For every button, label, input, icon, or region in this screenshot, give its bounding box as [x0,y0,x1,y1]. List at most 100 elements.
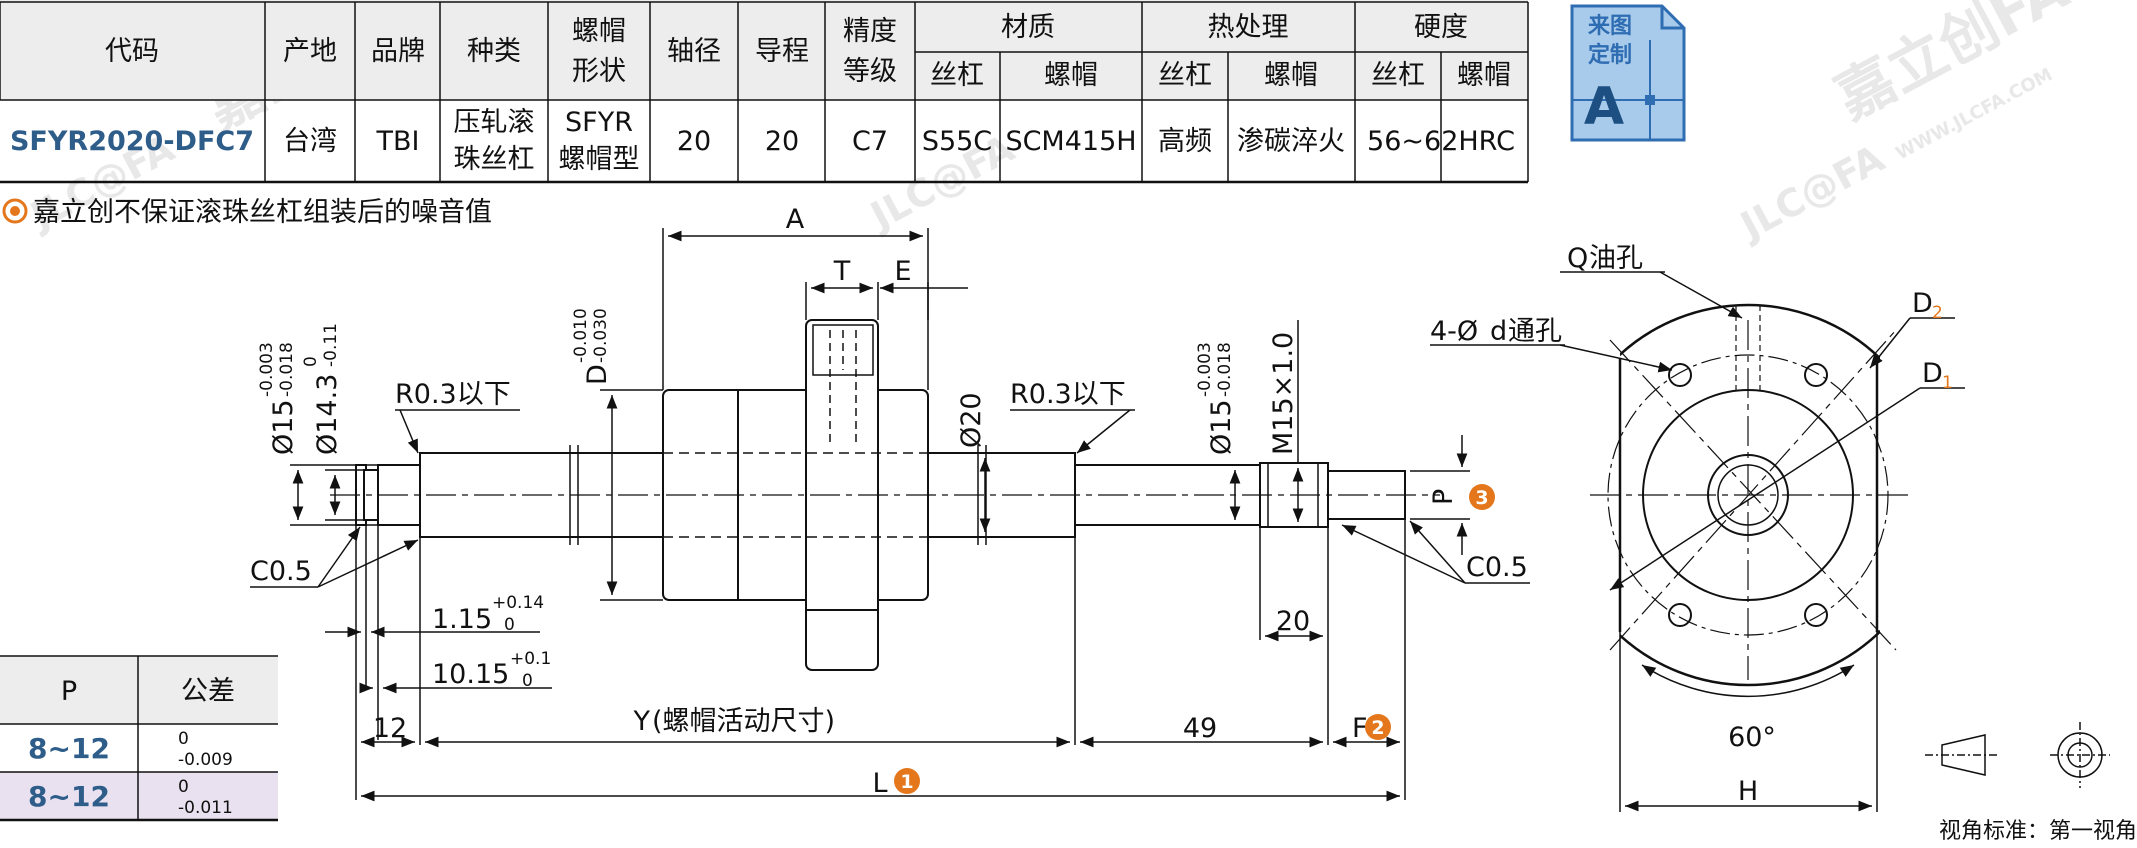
label-angle60: 60° [1728,722,1776,753]
label-d2-sub: 2 [1932,303,1943,323]
th-brand: 品牌 [371,36,425,67]
td-type-1: 压轧滚 [454,107,535,138]
label-dia15-left-tol-lower: -0.018 [277,342,297,397]
side-dimensions [250,228,1530,802]
label-groove1-tol-upper: +0.14 [492,593,544,613]
label-dia15-right-tol-upper: -0.003 [1195,342,1215,397]
th-hardness-nut: 螺帽 [1457,60,1511,91]
label-chamfer-left: C0.5 [250,556,312,587]
projection-symbol [1925,722,2110,788]
th-type: 种类 [467,36,521,67]
label-holes-d: d [1490,316,1507,347]
td-material-screw: S55C [922,126,992,157]
custom-drawing-badge: 来图 定制 A [1570,4,1686,142]
label-dia14-tol-lower: -0.11 [321,323,341,367]
th-hardness: 硬度 [1414,12,1468,43]
svg-text:JLC@FA: JLC@FA [1731,136,1892,249]
th-lead: 导程 [755,36,809,67]
th-shaft-dia: 轴径 [667,36,721,67]
th-heat: 热处理 [1208,12,1289,43]
label-h: H [1738,776,1758,807]
th-material-nut: 螺帽 [1044,60,1098,91]
label-len12: 12 [373,713,407,744]
label-r-left: R0.3以下 [395,379,511,410]
label-d1: D [1922,358,1943,389]
label-p: P [1428,489,1459,505]
note-bullet-icon [2,198,28,224]
label-dia20: Ø20 [956,392,987,448]
td-shaft-dia: 20 [677,126,711,157]
tol-r2-lower: -0.011 [178,798,233,818]
front-labels: Q 油孔 4-Ø d 通孔 D 2 D 1 60° H [1430,243,1953,807]
label-y-desc: (螺帽活动尺寸) [652,706,835,737]
tol-r2-p: 8~12 [28,780,110,813]
label-groove2: 10.15 [432,659,509,690]
label-d2: D [1912,288,1933,319]
label-y: Y [633,706,651,737]
th-hardness-screw: 丝杠 [1371,60,1425,91]
label-t: T [833,256,851,287]
note-text: 嘉立创不保证滚珠丝杠组装后的噪音值 [33,197,492,228]
badge-2-icon [1365,714,1391,740]
label-d: D [582,364,613,385]
td-accuracy: C7 [852,126,888,157]
front-dimensions [1430,271,1965,812]
badge-2-text: 2 [1371,717,1384,739]
tol-r2-upper: 0 [178,777,189,797]
th-accuracy-1: 精度 [843,16,897,47]
th-nut-shape-2: 形状 [572,56,626,87]
label-groove1-tol-lower: 0 [504,615,515,635]
tol-r1-lower: -0.009 [178,750,233,770]
label-dia15-left-tol-upper: -0.003 [257,342,277,397]
th-heat-nut: 螺帽 [1264,60,1318,91]
label-groove2-tol-upper: +0.1 [510,649,551,669]
td-heat-nut: 渗碳淬火 [1237,126,1345,157]
label-l: L [872,768,887,799]
th-origin: 产地 [283,36,337,67]
label-f: F [1352,713,1368,744]
badge-1-icon [894,768,920,794]
badge-letter: A [1584,77,1624,137]
badge-line-2: 定制 [1588,42,1632,68]
label-dia14-tol-upper: 0 [301,356,321,367]
label-d1-sub: 1 [1942,373,1953,393]
label-groove1: 1.15 [432,604,492,635]
tol-th-tol: 公差 [181,676,235,707]
label-len20: 20 [1276,606,1310,637]
label-len49: 49 [1183,713,1217,744]
th-nut-shape-1: 螺帽 [572,16,626,47]
label-dia14: Ø14.3 [312,374,343,455]
th-accuracy-2: 等级 [843,56,897,87]
td-hardness: 56~62HRC [1367,126,1515,157]
td-type-2: 珠丝杠 [454,144,535,175]
th-material: 材质 [1001,12,1055,43]
badge-line-1: 来图 [1587,14,1632,39]
label-q-text: 油孔 [1589,243,1643,274]
badge-1-text: 1 [900,771,913,793]
label-dia15-right-tol-lower: -0.018 [1215,342,1235,397]
label-dia15-right: Ø15 [1206,399,1237,455]
label-d-tol-upper: -0.010 [571,308,591,363]
td-code: SFYR2020-DFC7 [10,126,254,157]
label-q: Q [1567,243,1588,274]
label-r-right: R0.3以下 [1010,379,1126,410]
label-a: A [786,204,805,235]
view-standard: 视角标准：第一视角 [1939,819,2137,844]
label-dia15-left: Ø15 [268,399,299,455]
tol-th-p: P [61,676,77,707]
th-heat-screw: 丝杠 [1158,60,1212,91]
td-nut-shape-2: 螺帽型 [559,144,640,175]
label-thread: M15×1.0 [1268,332,1299,455]
note: 嘉立创不保证滚珠丝杠组装后的噪音值 [2,197,492,228]
td-heat-screw: 高频 [1158,126,1212,157]
label-holes-prefix: 4-Ø [1430,316,1478,347]
label-d-tol-lower: -0.030 [591,308,611,363]
tol-r1-p: 8~12 [28,732,110,765]
td-material-nut: SCM415H [1005,126,1136,157]
label-chamfer-right: C0.5 [1466,552,1528,583]
td-brand: TBI [376,126,420,157]
side-labels: A T E D -0.010 -0.030 Ø15 -0.003 -0.018 … [250,204,1528,799]
side-view [330,319,1440,671]
badge-3-icon [1469,484,1495,510]
